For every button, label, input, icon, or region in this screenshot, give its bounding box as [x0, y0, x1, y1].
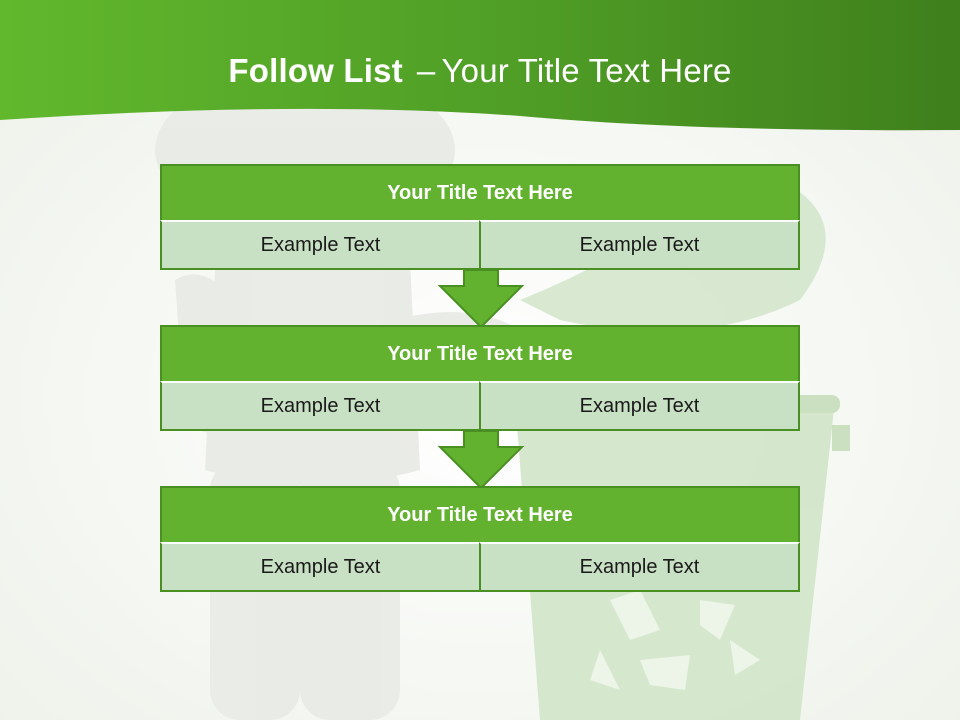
slide-title-rest: Your Title Text Here	[441, 52, 732, 89]
header-band	[0, 0, 960, 131]
slide-title: Follow List–Your Title Text Here	[0, 52, 960, 90]
step-cell-right: Example Text	[479, 220, 800, 270]
slide-title-separator: –	[416, 52, 436, 89]
step-cell-left: Example Text	[160, 381, 481, 431]
step-cell-right: Example Text	[479, 542, 800, 592]
step-block-1: Your Title Text Here Example Text Exampl…	[160, 164, 800, 270]
down-arrow-icon	[438, 431, 524, 489]
step-cell-left: Example Text	[160, 542, 481, 592]
step-title: Your Title Text Here	[160, 164, 800, 222]
step-title: Your Title Text Here	[160, 325, 800, 383]
recycle-icon	[590, 560, 760, 690]
step-block-3: Your Title Text Here Example Text Exampl…	[160, 486, 800, 592]
slide-title-bold: Follow List	[228, 52, 403, 89]
step-block-2: Your Title Text Here Example Text Exampl…	[160, 325, 800, 431]
step-title: Your Title Text Here	[160, 486, 800, 544]
down-arrow-icon	[438, 270, 524, 328]
step-cell-left: Example Text	[160, 220, 481, 270]
step-cell-right: Example Text	[479, 381, 800, 431]
